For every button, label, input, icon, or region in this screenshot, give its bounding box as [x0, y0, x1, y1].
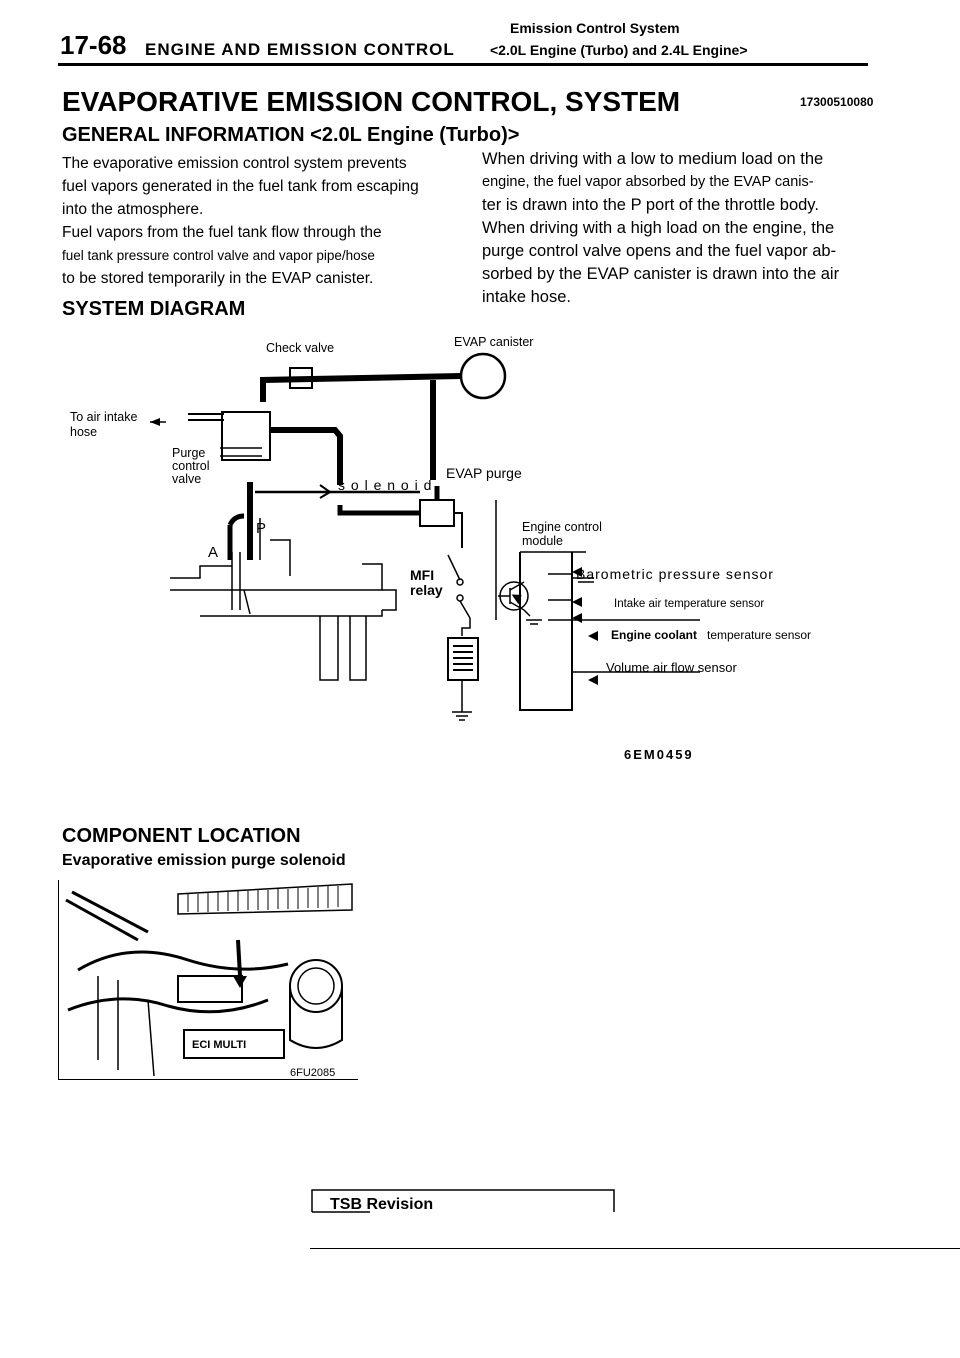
label-baro-sensor: Barometric pressure sensor: [576, 566, 774, 582]
label-port-p: P: [256, 520, 267, 537]
label-ect-sensor: Engine coolant: [611, 628, 698, 642]
general-right-column: When driving with a low to medium load o…: [482, 148, 839, 309]
evap-canister-shape: [459, 352, 507, 400]
footer-rule: [310, 1248, 960, 1249]
battery-shape: [447, 637, 479, 681]
component-heading: COMPONENT LOCATION: [62, 825, 301, 847]
label-evap-purge: EVAP purge: [446, 465, 522, 481]
label-mfi-relay: relay: [410, 582, 443, 598]
text-line: fuel vapors generated in the fuel tank f…: [62, 178, 419, 195]
general-left-column: The evaporative emission control system …: [62, 152, 419, 290]
purge-valve-body: [221, 411, 271, 461]
general-heading: GENERAL INFORMATION <2.0L Engine (Turbo)…: [62, 124, 520, 146]
header-rule: [58, 63, 868, 66]
diagram-heading: SYSTEM DIAGRAM: [62, 298, 246, 320]
text-line: sorbed by the EVAP canister is drawn int…: [482, 265, 840, 283]
label-mfi-relay: MFI: [410, 567, 435, 583]
label-to-air-intake-hose: hose: [70, 425, 98, 439]
vapor-hose-top: [260, 373, 462, 402]
component-subheading: Evaporative emission purge solenoid: [62, 852, 346, 869]
ecm-box: [519, 552, 573, 711]
tsb-revision-box: [311, 1189, 615, 1213]
text-line: to be stored temporarily in the EVAP can…: [62, 270, 374, 287]
applicability: <2.0L Engine (Turbo) and 2.4L Engine>: [490, 42, 748, 58]
text-line: intake hose.: [482, 288, 571, 306]
label-check-valve: Check valve: [266, 341, 335, 355]
text-line: Fuel vapors from the fuel tank flow thro…: [62, 224, 382, 241]
purge-solenoid-location-illustration: ECI MULTI 6FU2085: [58, 880, 358, 1080]
text-line: When driving with a high load on the eng…: [482, 219, 835, 237]
label-port-a: A: [208, 544, 219, 561]
text-line: purge control valve opens and the fuel v…: [482, 242, 837, 260]
label-ecm: Engine control: [522, 520, 602, 534]
label-vaf-sensor: Volume air flow sensor: [606, 660, 737, 675]
page-title: EVAPORATIVE EMISSION CONTROL, SYSTEM: [62, 86, 681, 117]
tsb-revision: TSB Revision: [330, 1196, 434, 1213]
text-line: engine, the fuel vapor absorbed by the E…: [482, 174, 814, 190]
section-title: ENGINE AND EMISSION CONTROL: [145, 40, 455, 59]
label-solenoid: s o l e n o i d: [338, 477, 433, 493]
text-line: The evaporative emission control system …: [62, 155, 407, 172]
page-number: 17-68: [60, 30, 127, 60]
label-iat-sensor: Intake air temperature sensor: [614, 598, 765, 610]
eci-multi-badge: ECI MULTI: [192, 1039, 246, 1051]
text-line: into the atmosphere.: [62, 201, 204, 218]
label-evap-canister: EVAP canister: [454, 335, 534, 349]
label-ect-sensor: temperature sensor: [707, 628, 812, 642]
text-line: fuel tank pressure control valve and vap…: [62, 248, 375, 263]
text-line: When driving with a low to medium load o…: [482, 150, 824, 168]
label-purge-control: Purge: [172, 446, 206, 460]
label-purge-control: valve: [172, 472, 202, 486]
label-ecm-module: module: [522, 534, 563, 548]
check-valve-shape: [289, 367, 313, 389]
figure-code: 6EM0459: [624, 747, 694, 762]
doc-code: 17300510080: [800, 95, 874, 109]
photo-code: 6FU2085: [290, 1067, 335, 1079]
text-line: ter is drawn into the P port of the thro…: [482, 196, 819, 214]
label-to-air-intake: To air intake: [70, 410, 138, 424]
label-purge-control: control: [172, 459, 210, 473]
purge-solenoid-shape: [419, 499, 455, 527]
system-diagram: [150, 352, 700, 721]
subsection-title: Emission Control System: [510, 20, 680, 36]
